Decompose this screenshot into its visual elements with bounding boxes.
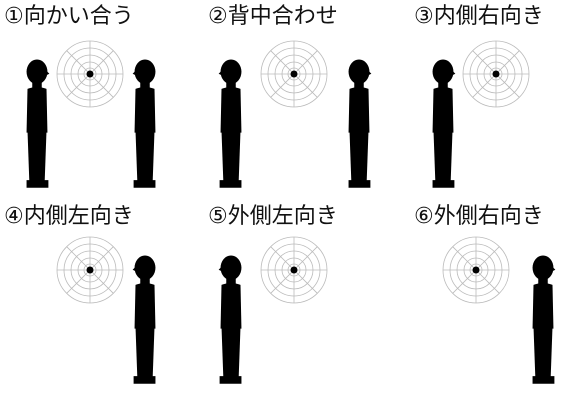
panel-6: ⑥外側右向き (410, 200, 564, 396)
person-facing-right-icon (340, 56, 378, 194)
person-facing-left-icon (126, 252, 164, 390)
panel-label: ②背中合わせ (208, 4, 338, 29)
target-icon (442, 236, 510, 304)
person-facing-right-icon (424, 56, 462, 194)
panel-4: ④内側左向き (0, 200, 188, 396)
panel-label: ⑥外側右向き (414, 204, 544, 229)
person-facing-left-icon (212, 252, 250, 390)
panel-3: ③内側右向き (410, 0, 564, 196)
target-icon (260, 236, 328, 304)
person-facing-right-icon (524, 252, 562, 390)
target-icon (56, 40, 124, 108)
panel-5: ⑤外側左向き (204, 200, 392, 396)
person-facing-left-icon (126, 56, 164, 194)
panel-label: ①向かい合う (4, 4, 134, 29)
target-icon (462, 40, 530, 108)
target-icon (56, 236, 124, 304)
panel-1: ①向かい合う (0, 0, 188, 196)
panel-label: ⑤外側左向き (208, 204, 338, 229)
panel-label: ③内側右向き (414, 4, 544, 29)
panel-label: ④内側左向き (4, 204, 134, 229)
person-facing-left-icon (212, 56, 250, 194)
target-icon (260, 40, 328, 108)
person-facing-right-icon (18, 56, 56, 194)
panel-2: ②背中合わせ (204, 0, 392, 196)
